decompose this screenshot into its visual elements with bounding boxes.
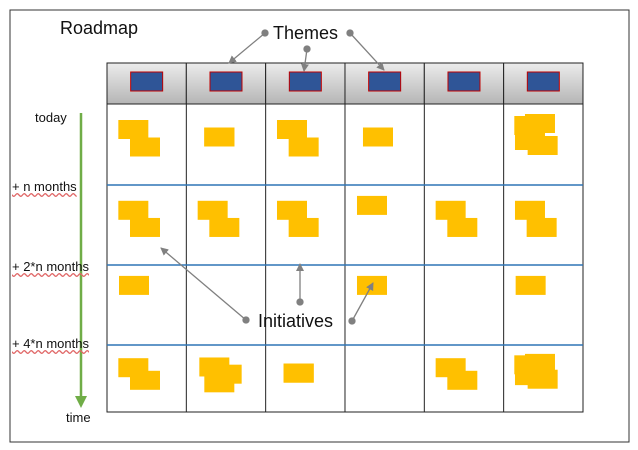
- theme-block: [288, 71, 322, 92]
- initiative-note: [524, 114, 555, 133]
- time-label-4n-months: + 4*n months: [12, 336, 89, 351]
- initiative-note: [283, 363, 314, 383]
- initiative-note: [515, 275, 546, 295]
- initiative-note: [435, 200, 466, 220]
- themes-callouts: [228, 29, 385, 72]
- time-label-today: today: [35, 110, 67, 125]
- time-arrow-head: [75, 396, 87, 408]
- initiative-note: [526, 217, 557, 237]
- time-label-n-months: + n months: [12, 179, 77, 194]
- theme-block: [447, 71, 481, 92]
- initiative-note: [204, 373, 235, 393]
- initiative-note: [356, 195, 387, 215]
- initiative-note: [527, 136, 558, 155]
- initiative-note: [527, 369, 558, 389]
- initiative-note: [118, 200, 149, 220]
- initiative-note: [129, 370, 160, 390]
- time-axis-end-label: time: [66, 410, 91, 425]
- initiative-note: [118, 275, 149, 295]
- theme-block: [526, 71, 560, 92]
- initiatives-label: Initiatives: [258, 311, 334, 331]
- theme-block: [368, 71, 402, 92]
- initiative-note: [276, 120, 307, 139]
- initiatives-callouts: [160, 247, 374, 325]
- initiative-note: [447, 217, 478, 237]
- initiative-note: [514, 200, 545, 220]
- initiative-note: [209, 217, 240, 237]
- initiative-note: [204, 127, 235, 147]
- outer-frame: [9, 9, 630, 443]
- initiative-note: [447, 370, 478, 390]
- theme-block: [130, 71, 164, 92]
- initiative-note: [118, 120, 149, 139]
- initiative-note: [129, 137, 160, 157]
- initiative-note: [129, 217, 160, 237]
- theme-block: [209, 71, 243, 92]
- initiative-note: [288, 217, 319, 237]
- diagram-title: Roadmap: [60, 18, 139, 38]
- initiative-note: [197, 200, 228, 220]
- initiative-note: [276, 200, 307, 220]
- initiative-note: [362, 127, 393, 147]
- themes-label: Themes: [273, 23, 339, 43]
- initiative-note: [288, 137, 319, 157]
- time-label-2n-months: + 2*n months: [12, 259, 89, 274]
